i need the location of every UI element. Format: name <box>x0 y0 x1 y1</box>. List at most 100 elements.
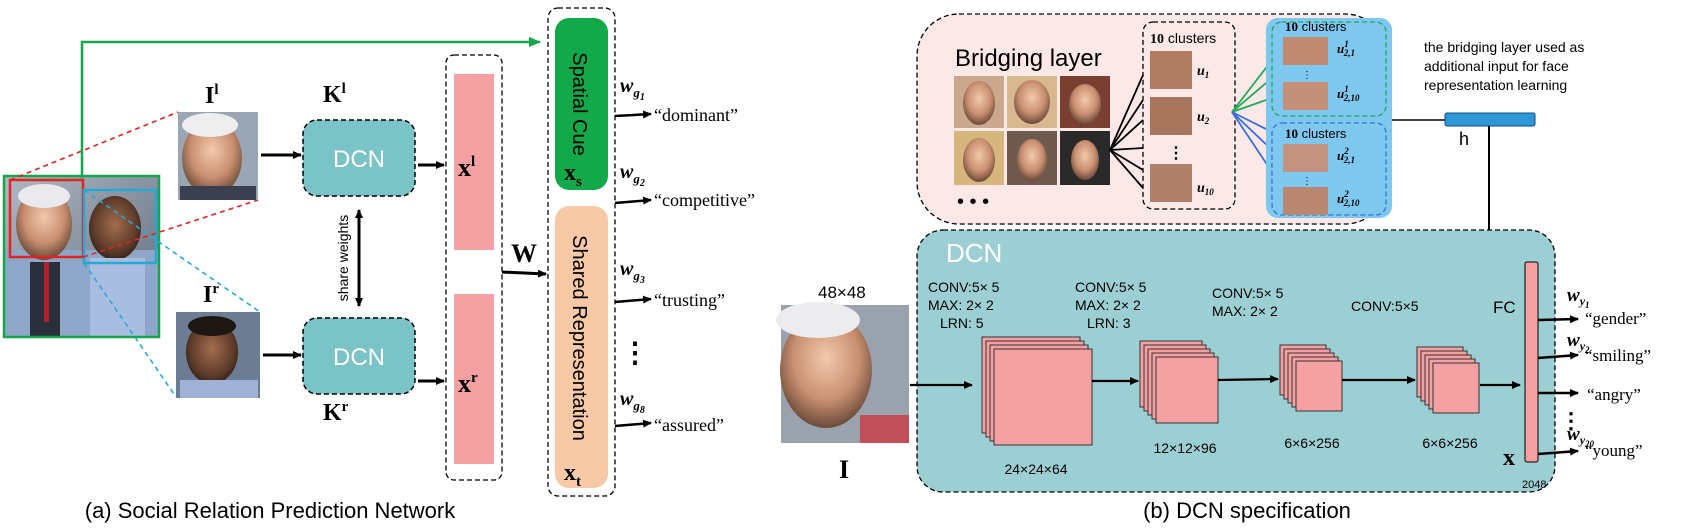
caption-a: (a) Social Relation Prediction Network <box>85 498 456 523</box>
spatial-cue-arrow <box>80 37 541 178</box>
attr-label-1: “gender” <box>1585 309 1646 328</box>
shared-feature-label: xt <box>564 460 581 490</box>
output-weight-3: wg3 <box>620 258 645 286</box>
layer3-spec-2: MAX: 2× 2 <box>1212 303 1278 319</box>
attr-weight-1: wy1 <box>1567 285 1590 310</box>
fan-lines <box>1109 74 1144 189</box>
subcluster-group-2 <box>1271 122 1387 216</box>
bridging-note-3: representation learning <box>1424 77 1567 93</box>
panel-b: Bridging layer • • • 10 clusters ⋮ u1 <box>776 13 1651 523</box>
bridging-note-2: additional input for face <box>1424 58 1569 74</box>
share-weights-label: share weights <box>335 215 351 301</box>
cluster-dots: ⋮ <box>1168 145 1184 162</box>
subcluster-title-1: 10 clusters <box>1285 19 1347 34</box>
features-column <box>445 54 503 481</box>
source-photo <box>2 174 161 339</box>
output-weight-2: wg2 <box>620 161 645 189</box>
subcluster-face-2-10 <box>1283 187 1328 215</box>
attr-label-20: “young” <box>1585 441 1643 460</box>
feature-right-bar <box>454 294 494 464</box>
attr-dots: ⋮ <box>1560 408 1582 433</box>
dcn-box-left <box>302 119 416 197</box>
layer3-spec-1: CONV:5× 5 <box>1212 285 1284 301</box>
left-face-photo <box>178 112 258 200</box>
right-face-photo <box>176 312 260 398</box>
layer1-stack <box>981 336 1093 446</box>
fc-vector <box>1524 261 1539 463</box>
output-dots: ⋮ <box>621 338 649 369</box>
cluster-face-2 <box>1150 97 1192 135</box>
spatial-cue-box <box>555 18 608 190</box>
subcluster-dots-2: ⋮ <box>1302 176 1312 187</box>
shared-rep-label: Shared Representation <box>568 235 590 441</box>
bridging-note-1: the bridging layer used as <box>1424 39 1584 55</box>
feature-left-bar <box>454 74 494 250</box>
bridging-face-grid <box>954 76 1110 185</box>
cluster-face-1 <box>1150 51 1192 89</box>
layer2-size: 12×12×96 <box>1153 440 1216 456</box>
caption-b: (b) DCN specification <box>1143 498 1351 523</box>
attr-weight-2: wy2 <box>1567 330 1590 355</box>
fc-dim-label: 2048 <box>1522 479 1546 491</box>
cluster-u10: u10 <box>1197 181 1214 197</box>
input-face-photo <box>776 302 909 443</box>
input-label: I <box>839 455 849 484</box>
h-vector <box>1444 112 1536 127</box>
subcluster-lines <box>1231 59 1273 173</box>
h-label: h <box>1459 129 1469 149</box>
output-weight-1: wg1 <box>620 75 645 103</box>
layer2-spec-1: CONV:5× 5 <box>1075 279 1147 295</box>
cluster-column-title: 10 clusters <box>1150 30 1216 47</box>
layer3-stack <box>1279 344 1343 412</box>
dcn-box-right <box>302 317 416 395</box>
layer2-spec-3: LRN: 3 <box>1087 315 1131 331</box>
right-kernel-label: Kr <box>323 399 349 426</box>
attr-weight-20: wy20 <box>1567 424 1595 449</box>
cluster-u1: u1 <box>1197 64 1209 80</box>
subcluster-face-2-1 <box>1283 144 1328 172</box>
layer1-spec-1: CONV:5× 5 <box>928 279 1000 295</box>
fc-x-label: x <box>1503 445 1515 471</box>
feature-left-label: xl <box>458 153 475 182</box>
output-label-8: “assured” <box>654 415 724 435</box>
subcluster-face-1-1 <box>1283 37 1328 65</box>
attr-label-3: “angry” <box>1587 385 1641 404</box>
output-label-1: “dominant” <box>654 105 738 125</box>
bridging-title: Bridging layer <box>955 45 1102 72</box>
output-label-2: “competitive” <box>654 190 755 210</box>
relation-outputs: wg1 “dominant” wg2 “competitive” wg3 “tr… <box>614 75 755 435</box>
layer4-size: 6×6×256 <box>1422 435 1477 451</box>
layer1-spec-3: LRN: 5 <box>940 315 984 331</box>
layer1-size: 24×24×64 <box>1004 461 1067 477</box>
layer3-size: 6×6×256 <box>1284 435 1339 451</box>
shared-rep-box <box>555 206 608 488</box>
dcn-right-label: DCN <box>333 344 385 371</box>
dcn-left-label: DCN <box>333 146 385 173</box>
subcluster-title-2: 10 clusters <box>1285 126 1347 141</box>
attr-label-2: “smiling” <box>1585 346 1651 365</box>
panel-a: Il Ir Kl Kr DCN DCN share weights xl xr … <box>2 7 755 523</box>
output-label-3: “trusting” <box>654 290 725 310</box>
weight-label: W <box>511 239 537 268</box>
layer1-spec-2: MAX: 2× 2 <box>928 297 994 313</box>
input-size-label: 48×48 <box>818 283 866 302</box>
attribute-outputs: wy1 “gender” wy2 “smiling” “angry” ⋮ wy2… <box>1537 285 1651 460</box>
spatial-cue-label: Spatial Cue <box>568 52 590 155</box>
spatial-feature-label: xs <box>564 160 582 190</box>
dcn-spec-title: DCN <box>946 238 1002 268</box>
layer4-stack <box>1416 346 1480 414</box>
layer-specs: CONV:5× 5 MAX: 2× 2 LRN: 5 CONV:5× 5 MAX… <box>928 279 1419 331</box>
representation-column <box>547 7 616 497</box>
subcluster-face-1-10 <box>1283 82 1328 110</box>
cluster-face-10 <box>1150 164 1192 202</box>
feature-right-label: xr <box>458 369 478 398</box>
left-input-label: Il <box>205 82 219 109</box>
fc-label: FC <box>1493 298 1516 317</box>
right-input-label: Ir <box>203 281 219 308</box>
output-weight-8: wg8 <box>620 388 645 416</box>
bridging-ellipsis: • • • <box>957 191 989 213</box>
cluster-u2: u2 <box>1197 110 1210 126</box>
subcluster-group-1 <box>1271 21 1387 117</box>
